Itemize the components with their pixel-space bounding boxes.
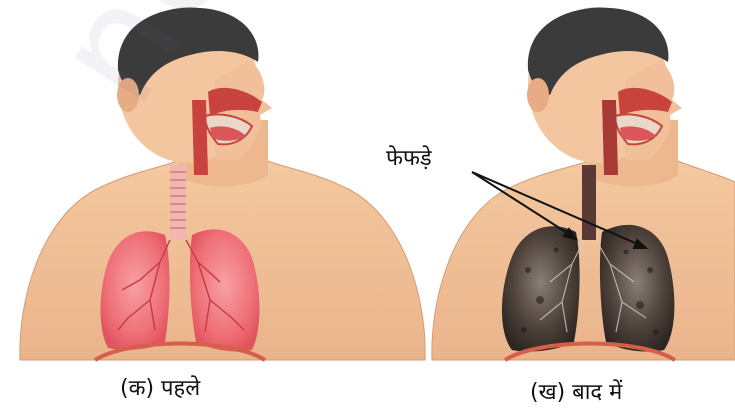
caption-after: (ख) बाद में: [530, 376, 622, 406]
pharynx-after: [602, 100, 618, 175]
trachea-after: [582, 165, 596, 240]
figure-after: [432, 7, 735, 360]
caption-before: (क) पहले: [120, 372, 200, 402]
trachea-before: [170, 165, 186, 240]
ear-after: [527, 78, 549, 112]
pharynx-before: [192, 100, 208, 175]
lungs-label: फेफड़े: [386, 142, 432, 172]
